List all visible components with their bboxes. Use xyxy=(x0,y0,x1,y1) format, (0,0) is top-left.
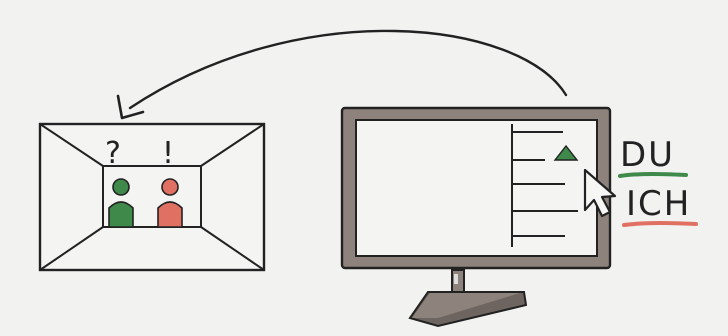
label-ich: ICH xyxy=(626,187,691,221)
room-icon xyxy=(40,124,264,270)
exclamation-mark: ! xyxy=(162,136,174,171)
label-du: DU xyxy=(620,138,675,172)
monitor-icon xyxy=(342,108,610,326)
question-mark: ? xyxy=(105,136,121,171)
curved-arrow-icon xyxy=(118,31,566,118)
